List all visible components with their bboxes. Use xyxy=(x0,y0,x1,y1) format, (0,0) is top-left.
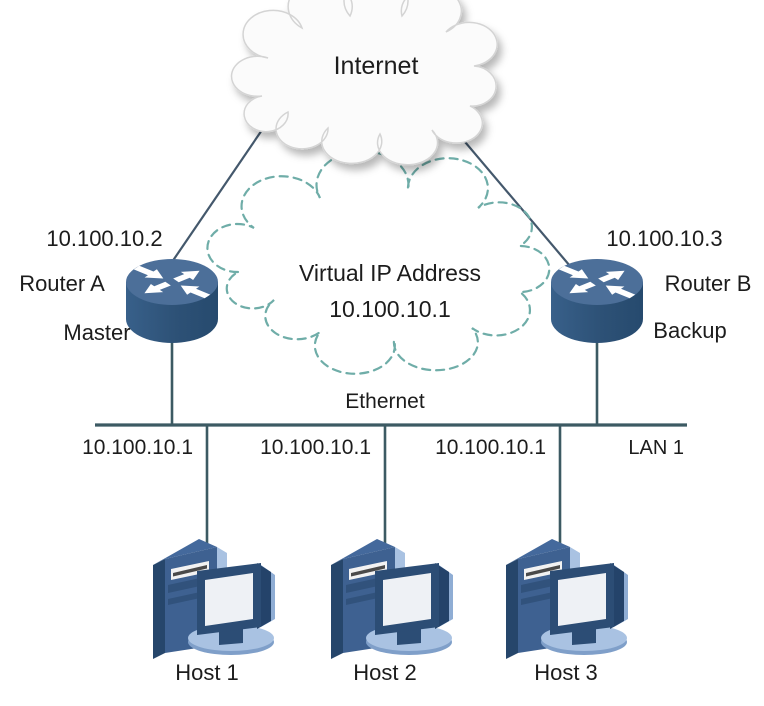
router-a-name-label: Router A xyxy=(19,271,105,296)
internet-label: Internet xyxy=(333,52,419,80)
virtual-ip-cloud-shape xyxy=(206,149,551,375)
router-b-ip-label: 10.100.10.3 xyxy=(606,226,723,251)
ethernet-label: Ethernet xyxy=(345,390,425,413)
router-a-role-label: Master xyxy=(63,320,131,345)
router-b-name-label: Router B xyxy=(664,271,752,296)
host-1-ip-label: 10.100.10.1 xyxy=(82,436,193,459)
link-internet-router-a xyxy=(171,107,278,263)
host-1-icon xyxy=(153,539,275,659)
host-1-label: Host 1 xyxy=(175,660,239,685)
router-b-icon xyxy=(551,259,643,343)
host-3-ip-label: 10.100.10.1 xyxy=(435,436,546,459)
host-2-icon xyxy=(331,539,453,659)
virtual-ip-title: Virtual IP Address xyxy=(299,260,481,286)
lan-name-label: LAN 1 xyxy=(628,437,684,459)
internet-cloud-shape xyxy=(230,0,498,166)
virtual-ip-address: 10.100.10.1 xyxy=(329,296,451,322)
host-2-label: Host 2 xyxy=(353,660,417,685)
router-a-ip-label: 10.100.10.2 xyxy=(46,226,163,251)
host-2-ip-label: 10.100.10.1 xyxy=(260,436,371,459)
host-3-label: Host 3 xyxy=(534,660,598,685)
host-3-icon xyxy=(506,539,628,659)
router-b-role-label: Backup xyxy=(653,318,727,343)
